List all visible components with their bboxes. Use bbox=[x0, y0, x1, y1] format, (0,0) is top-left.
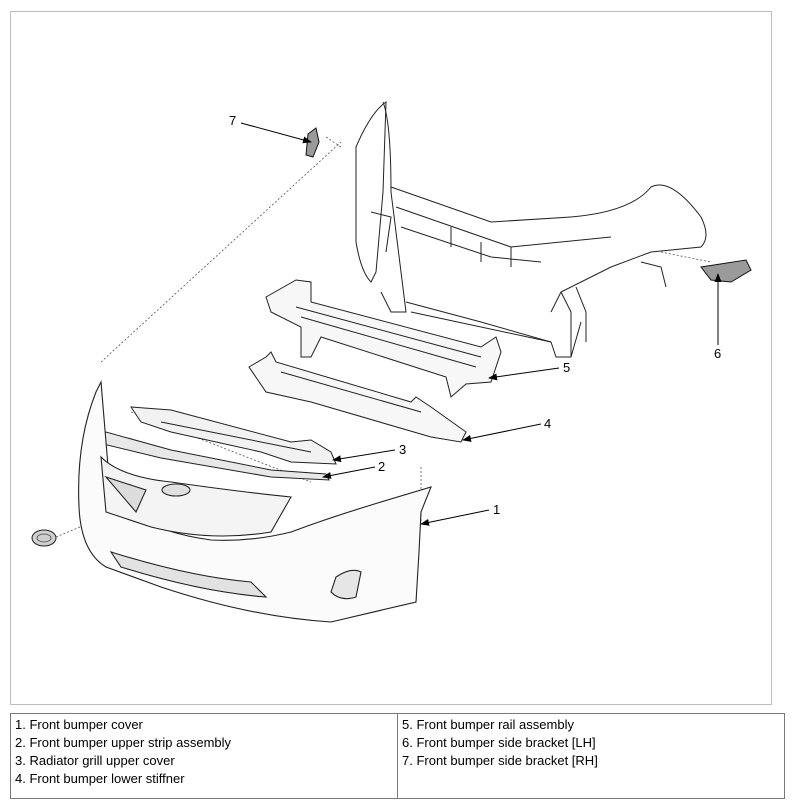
front-end-module bbox=[355, 101, 707, 358]
parts-legend-table: 1. Front bumper cover 2. Front bumper up… bbox=[10, 713, 785, 799]
side-bracket-rh bbox=[305, 127, 320, 158]
callout-1: 1 bbox=[493, 502, 500, 517]
exploded-view-figure: 7 6 5 4 3 2 1 bbox=[10, 11, 772, 705]
lower-stiffener bbox=[248, 351, 467, 443]
callout-6: 6 bbox=[714, 346, 721, 361]
legend-item: 3. Radiator grill upper cover bbox=[15, 753, 175, 768]
legend-item: 6. Front bumper side bracket [LH] bbox=[402, 735, 596, 750]
legend-column-left: 1. Front bumper cover 2. Front bumper up… bbox=[11, 714, 397, 798]
legend-item: 2. Front bumper upper strip assembly bbox=[15, 735, 232, 750]
callout-2: 2 bbox=[378, 459, 385, 474]
side-bracket-lh bbox=[700, 259, 752, 283]
callout-7: 7 bbox=[229, 113, 236, 128]
legend-item: 7. Front bumper side bracket [RH] bbox=[402, 753, 598, 768]
exploded-view-drawing: 7 6 5 4 3 2 1 bbox=[31, 101, 752, 623]
legend-column-right: 5. Front bumper rail assembly 6. Front b… bbox=[397, 714, 784, 798]
legend-item: 5. Front bumper rail assembly bbox=[402, 717, 574, 732]
bumper-rail bbox=[265, 279, 502, 398]
callout-5: 5 bbox=[563, 360, 570, 375]
callout-3: 3 bbox=[399, 442, 406, 457]
bumper-cover bbox=[78, 379, 432, 623]
leader-lines bbox=[240, 122, 722, 526]
legend-item: 1. Front bumper cover bbox=[15, 717, 143, 732]
callout-4: 4 bbox=[544, 416, 551, 431]
emblem bbox=[31, 529, 57, 547]
legend-item: 4. Front bumper lower stiffner bbox=[15, 771, 185, 786]
